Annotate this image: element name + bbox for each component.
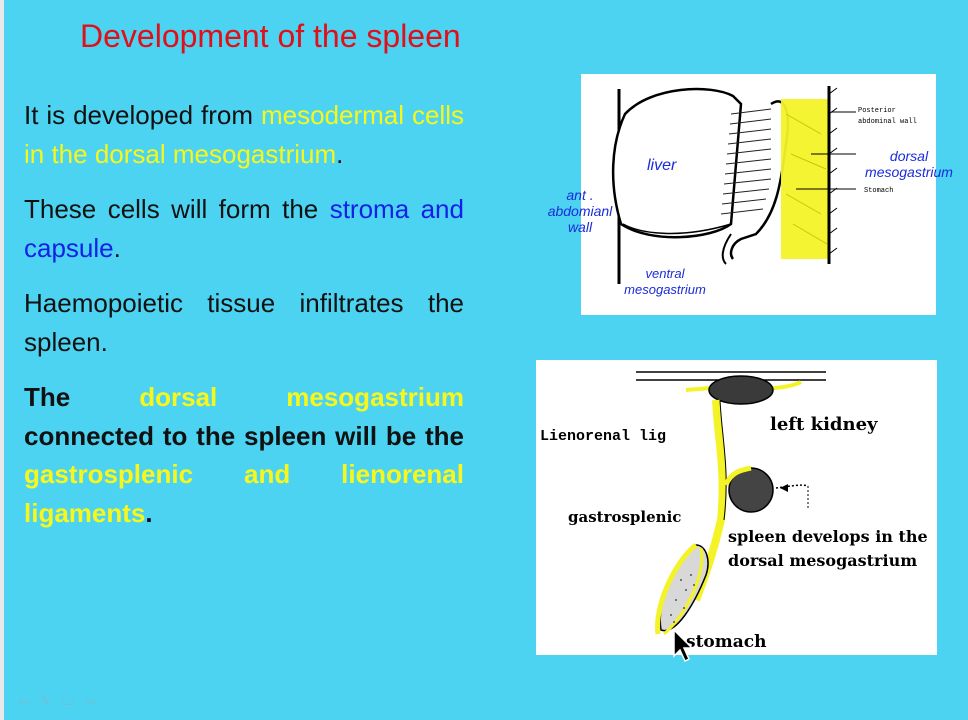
label-stomach: stomach bbox=[686, 632, 766, 652]
figure-spleen-diagram: Lienorenal lig left kidney gastrosplenic… bbox=[536, 360, 937, 655]
paragraph-stroma-highlight: stroma and capsule bbox=[24, 194, 464, 263]
label-left-kidney: left kidney bbox=[770, 414, 878, 435]
label-dorsal-mesogastrium: dorsal mesogastrium bbox=[865, 148, 953, 180]
paragraph-ligaments-t2: connected to the spleen will be the bbox=[24, 420, 464, 451]
paragraph-origin-highlight: mesodermal cells in the dorsal mesogastr… bbox=[24, 100, 464, 169]
slide-title: Development of the spleen bbox=[80, 18, 461, 54]
figure-liver-diagram: Posterior abdominal wall Stomach liver bbox=[581, 74, 936, 315]
label-stomach-small: Stomach bbox=[864, 187, 893, 195]
presentation-nav: ⇦ ✎ ▭ ⇨ bbox=[18, 693, 96, 710]
spleen-diagram-svg: Lienorenal lig left kidney gastrosplenic… bbox=[540, 371, 928, 652]
label-liver: liver bbox=[647, 157, 677, 174]
slide: Development of the spleen It is develope… bbox=[4, 0, 968, 720]
paragraph-ligaments-h2: gastrosplenic and lienorenal ligaments bbox=[24, 459, 464, 528]
label-spleen-develops-1: spleen develops in the bbox=[728, 527, 928, 546]
arrow-left-icon[interactable]: ⇦ bbox=[18, 693, 30, 709]
paragraph-stroma-suffix: . bbox=[113, 232, 121, 263]
label-gastrosplenic: gastrosplenic bbox=[568, 508, 681, 526]
screen-icon[interactable]: ▭ bbox=[61, 693, 75, 709]
paragraph-ligaments: The dorsal mesogastrium connected to the… bbox=[24, 378, 464, 532]
liver-diagram-svg: Posterior abdominal wall Stomach liver bbox=[611, 86, 917, 284]
paragraph-ligaments-t1: The bbox=[24, 382, 140, 412]
label-posterior-wall-2: abdominal wall bbox=[858, 118, 917, 126]
arrow-right-icon[interactable]: ⇨ bbox=[84, 693, 97, 709]
paragraph-origin-suffix: . bbox=[336, 138, 344, 169]
paragraph-haemopoietic: Haemopoietic tissue infiltrates the sple… bbox=[24, 288, 464, 357]
label-spleen-develops-2: dorsal mesogastrium bbox=[728, 551, 917, 570]
label-lienorenal: Lienorenal lig bbox=[540, 428, 666, 445]
paragraph-stroma-prefix: These cells will form the bbox=[24, 194, 330, 224]
label-posterior-wall-1: Posterior bbox=[858, 107, 896, 115]
label-ant-abdominal-wall: ant . abdomianl wall bbox=[547, 187, 613, 235]
paragraph-ligaments-t3: . bbox=[145, 497, 153, 528]
slide-body: It is developed from mesodermal cells in… bbox=[24, 96, 464, 549]
label-ventral-mesogastrium: ventral mesogastrium bbox=[624, 266, 706, 297]
paragraph-origin-prefix: It is developed from bbox=[24, 100, 261, 130]
paragraph-stroma: These cells will form the stroma and cap… bbox=[24, 190, 464, 267]
mouse-cursor-icon bbox=[673, 628, 694, 663]
paragraph-ligaments-h1: dorsal mesogastrium bbox=[139, 382, 464, 412]
paragraph-origin: It is developed from mesodermal cells in… bbox=[24, 96, 464, 173]
pen-icon[interactable]: ✎ bbox=[39, 693, 52, 709]
